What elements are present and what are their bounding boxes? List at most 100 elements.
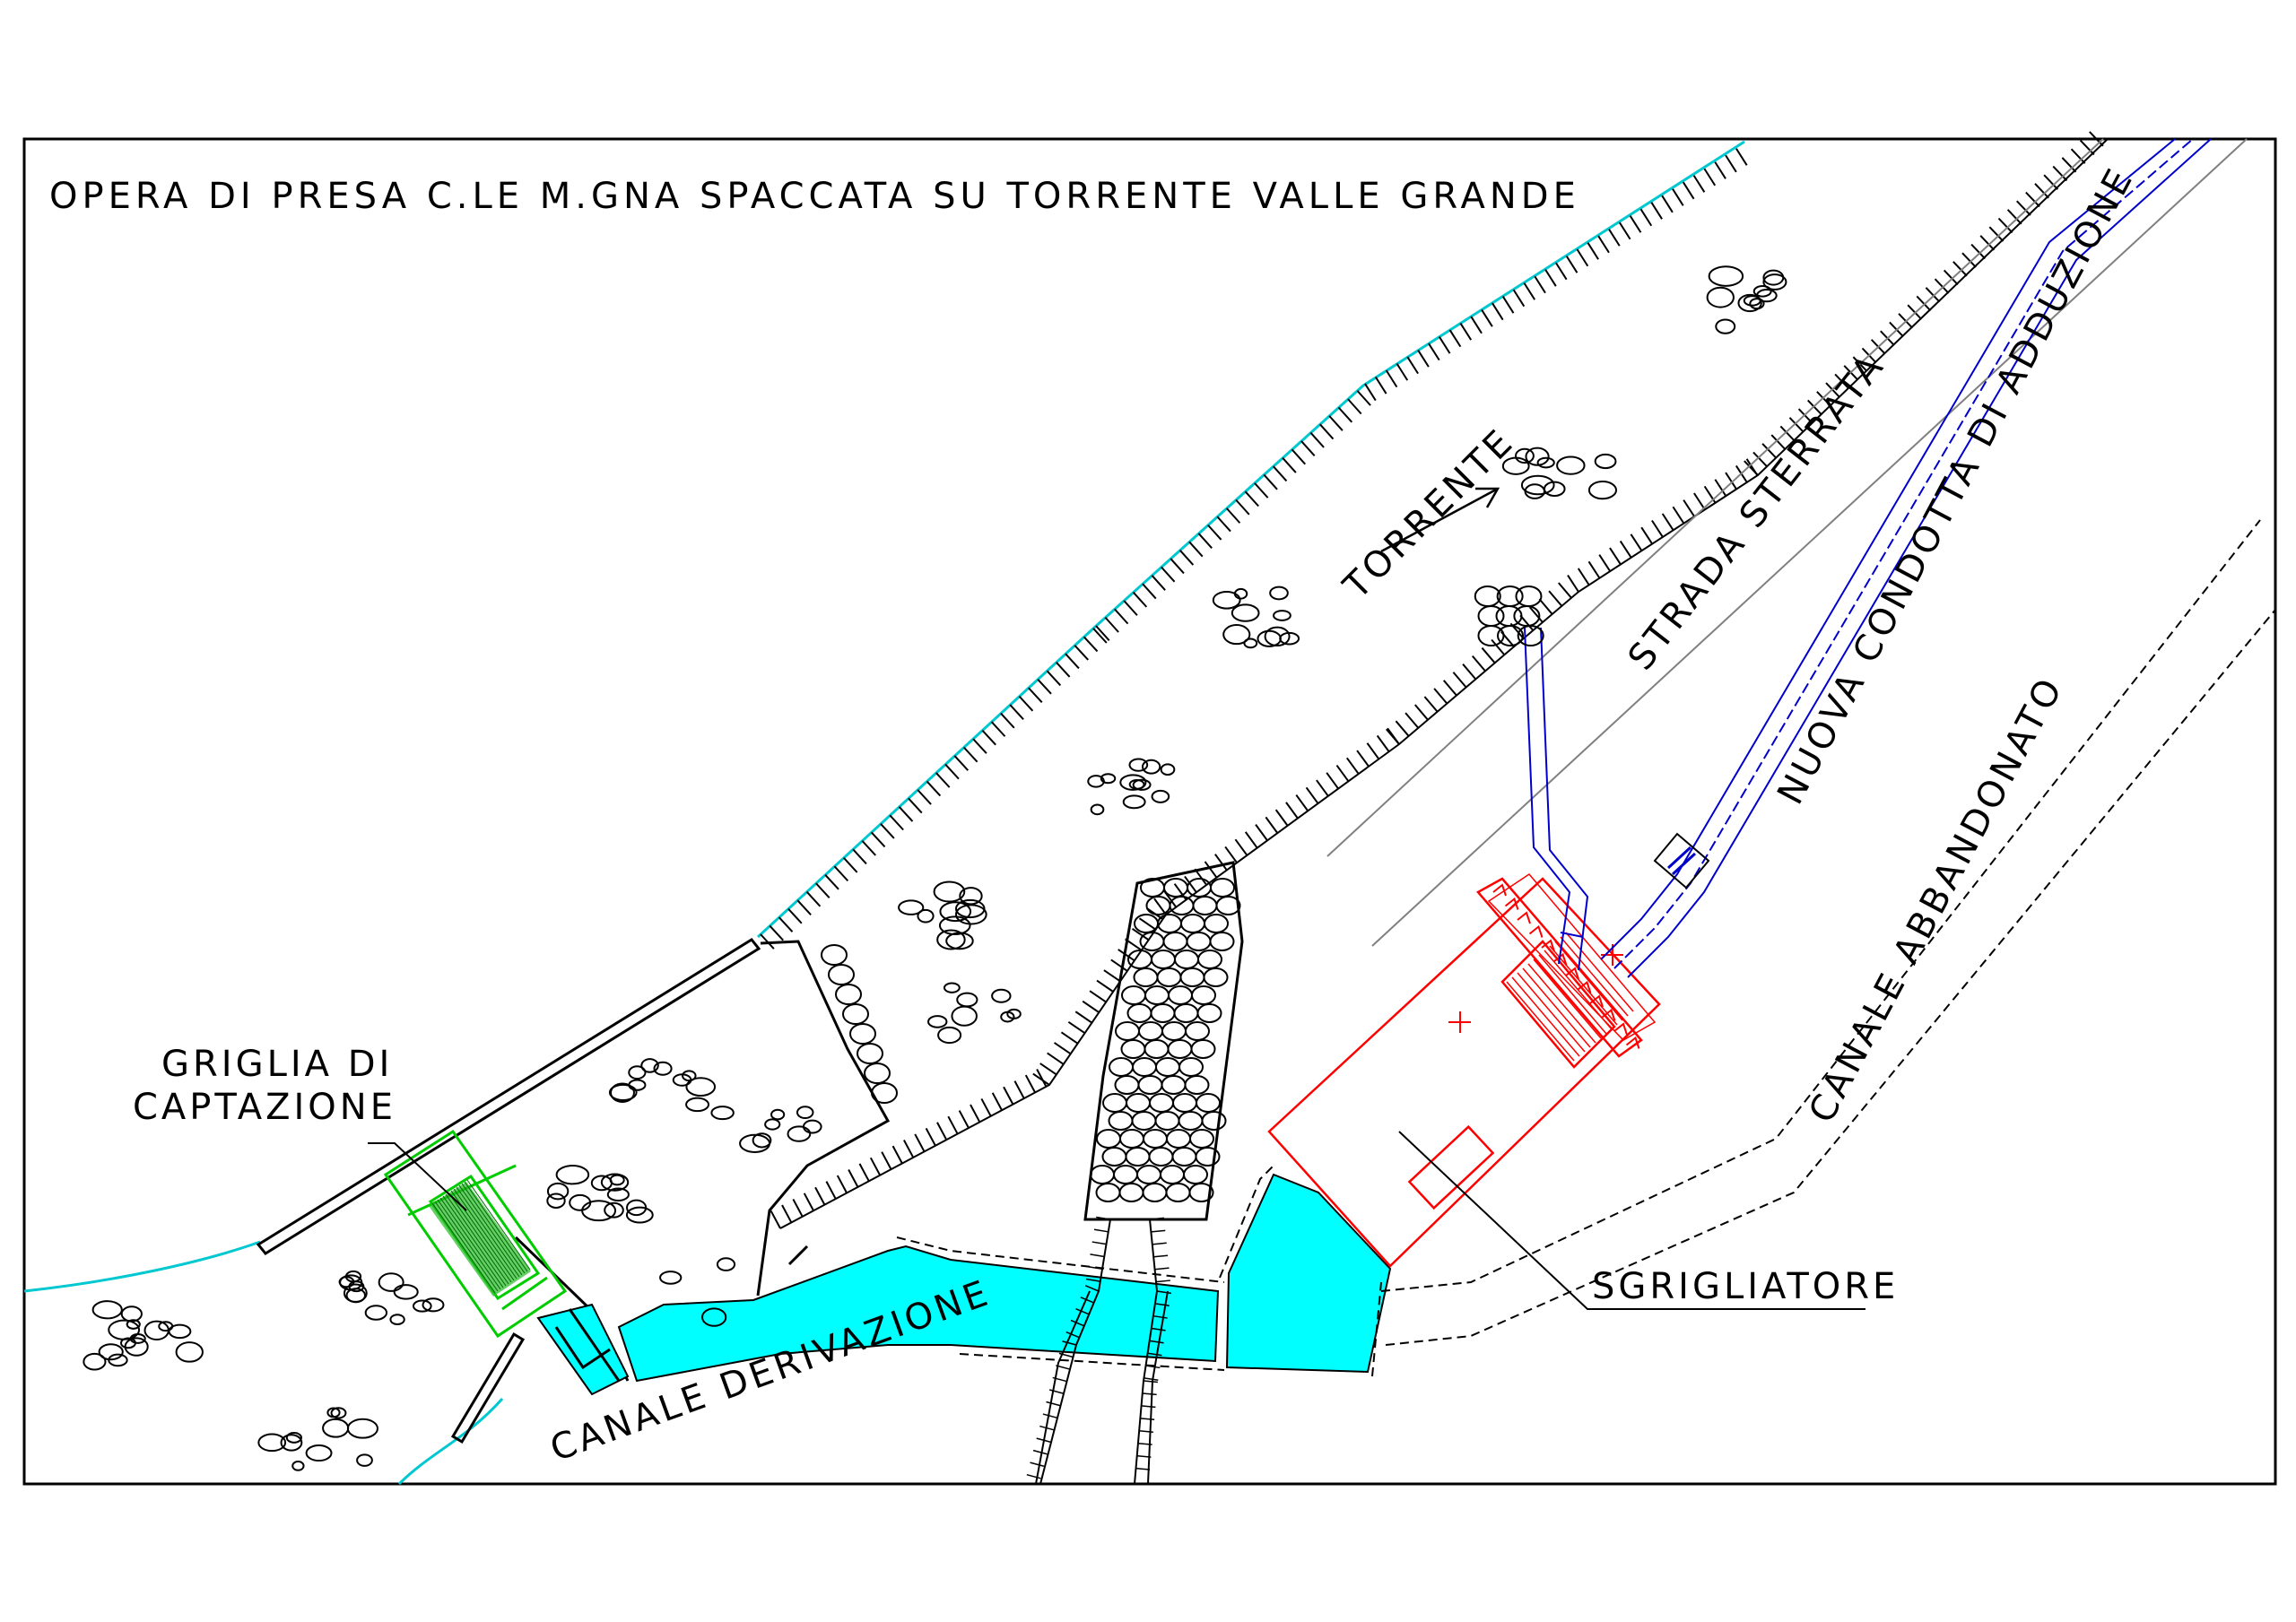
hatch-tick bbox=[1309, 431, 1325, 448]
pebble bbox=[1233, 587, 1248, 600]
hatch-tick bbox=[796, 899, 812, 915]
hatch-tick bbox=[1396, 362, 1409, 381]
pebble bbox=[796, 1106, 814, 1120]
hatch-tick bbox=[1385, 369, 1398, 388]
pebble bbox=[285, 1432, 302, 1444]
sgrigliatore-tooth bbox=[1589, 994, 1604, 1008]
pebble bbox=[1273, 610, 1292, 621]
wall-stone bbox=[849, 1023, 876, 1045]
riprap-stone bbox=[1155, 1057, 1180, 1077]
pebble bbox=[606, 1187, 630, 1201]
hatch-tick bbox=[1058, 1352, 1074, 1358]
pebble bbox=[959, 887, 983, 906]
hatch-tick bbox=[898, 806, 914, 822]
riprap-stone bbox=[1183, 1165, 1208, 1184]
grid-bar bbox=[434, 1201, 499, 1292]
hatch-tick bbox=[1501, 296, 1515, 314]
pebble bbox=[659, 1271, 683, 1285]
riprap-stone bbox=[1162, 932, 1188, 951]
hatch-tick bbox=[1095, 625, 1110, 642]
pebble bbox=[939, 901, 972, 923]
drawing-title: OPERA DI PRESA C.LE M.GNA SPACCATA SU TO… bbox=[49, 176, 1580, 217]
hatch-tick bbox=[2061, 157, 2077, 173]
riprap-stone bbox=[1188, 1183, 1214, 1202]
sgrigliatore-tooth bbox=[1625, 1036, 1640, 1049]
hatch-tick bbox=[1319, 423, 1335, 440]
hatch-tick bbox=[1345, 757, 1360, 775]
hatch-tick bbox=[2025, 191, 2040, 208]
pebble bbox=[609, 1174, 625, 1186]
pebble bbox=[343, 1283, 368, 1303]
hatch-tick bbox=[962, 746, 978, 763]
hatch-tick bbox=[1544, 269, 1557, 287]
hatch-tick bbox=[833, 865, 849, 882]
pebble bbox=[124, 1337, 149, 1357]
hatch-tick bbox=[1492, 302, 1504, 321]
pebble bbox=[628, 1079, 647, 1091]
wall-stones bbox=[821, 944, 898, 1104]
pebble bbox=[120, 1305, 143, 1323]
riprap-stone bbox=[1113, 1165, 1138, 1184]
right-bank-line bbox=[779, 138, 2109, 1229]
screen-bar bbox=[1565, 932, 1634, 1012]
sgrigliatore-leader-line bbox=[1398, 1131, 1866, 1310]
hatch-tick bbox=[1703, 485, 1717, 504]
hatch-tick bbox=[1725, 154, 1737, 173]
hatch-tick bbox=[889, 814, 904, 831]
pebble bbox=[653, 1061, 673, 1076]
hatch-tick bbox=[1512, 289, 1526, 308]
riprap-stone bbox=[1126, 1093, 1151, 1113]
riprap-stone bbox=[1125, 1147, 1151, 1167]
riprap-stone bbox=[1119, 1129, 1144, 1149]
pebble bbox=[291, 1461, 305, 1471]
pebble bbox=[954, 898, 986, 919]
sgrigliatore-tooth bbox=[1492, 883, 1507, 897]
hatch-tick bbox=[1816, 391, 1831, 407]
riprap-stone bbox=[1215, 896, 1241, 915]
screen-bar bbox=[1560, 936, 1629, 1017]
hatch-tick bbox=[1481, 309, 1493, 327]
hatch-tick bbox=[1471, 655, 1486, 672]
hatch-tick bbox=[1788, 417, 1805, 433]
river-water-line-west bbox=[23, 1240, 261, 1293]
pebble bbox=[936, 929, 966, 950]
hatch-tick bbox=[1204, 861, 1218, 879]
hatch-tick bbox=[1142, 583, 1157, 600]
riprap-stones bbox=[1090, 878, 1241, 1202]
pebble bbox=[685, 1097, 710, 1113]
hatch-tick bbox=[1118, 949, 1135, 962]
hatch-tick bbox=[947, 1115, 959, 1135]
pebble bbox=[83, 1352, 107, 1371]
hatch-tick bbox=[917, 789, 932, 805]
side-stream-hatching bbox=[1026, 1216, 1171, 1479]
screen-bar bbox=[1544, 950, 1613, 1030]
hatch-tick bbox=[1039, 1063, 1057, 1076]
pebble bbox=[1556, 455, 1586, 475]
hatch-tick bbox=[1032, 1449, 1048, 1455]
riprap-stone bbox=[1150, 1003, 1176, 1023]
hatch-tick bbox=[1145, 1365, 1161, 1369]
hatch-tick bbox=[880, 823, 895, 839]
pebble bbox=[378, 1272, 404, 1292]
riprap-stone bbox=[1140, 878, 1165, 898]
hatch-tick bbox=[1347, 398, 1362, 415]
pebble bbox=[1501, 456, 1530, 475]
hatch-tick bbox=[1178, 550, 1195, 566]
pebble bbox=[1708, 265, 1744, 287]
hatch-tick bbox=[769, 924, 784, 941]
hatch-tick bbox=[1062, 1340, 1077, 1346]
hatch-tick bbox=[1080, 1297, 1094, 1304]
hatch-tick bbox=[1138, 1430, 1153, 1433]
hatch-tick bbox=[1470, 316, 1483, 334]
hatch-tick bbox=[1555, 262, 1568, 281]
pebble bbox=[356, 1453, 373, 1467]
hatch-tick bbox=[1143, 1380, 1159, 1383]
hatch-tick bbox=[1082, 1000, 1100, 1013]
hatch-tick bbox=[1797, 408, 1813, 424]
pebble bbox=[175, 1341, 204, 1363]
pebble bbox=[168, 1323, 192, 1340]
hatch-tick bbox=[1084, 1285, 1100, 1292]
riprap-stone bbox=[1114, 1075, 1140, 1095]
riprap-stone bbox=[1161, 1021, 1187, 1041]
riprap-stone bbox=[1131, 1111, 1157, 1131]
